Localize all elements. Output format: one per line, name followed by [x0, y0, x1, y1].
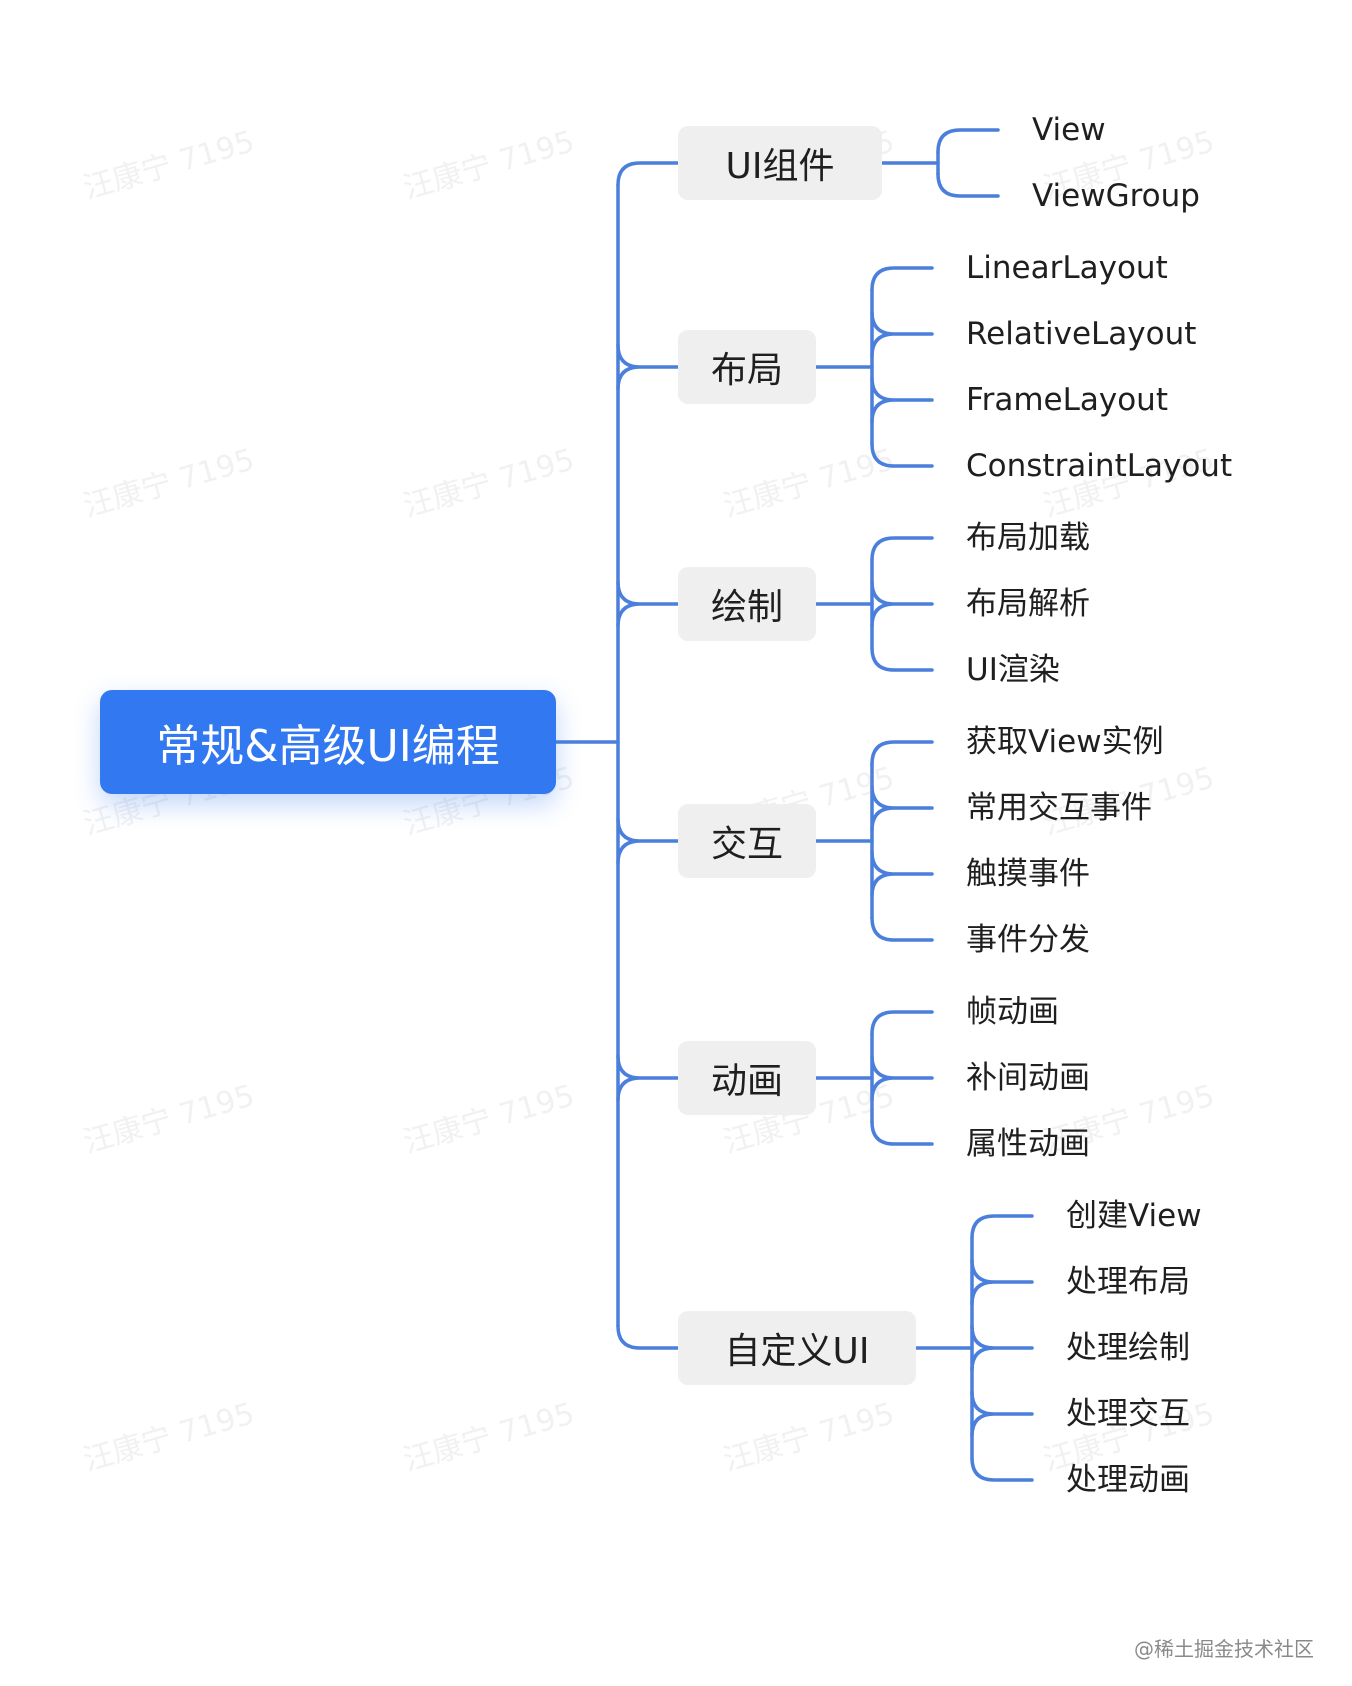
connector: [616, 1054, 680, 1102]
branch-node: 布局: [678, 330, 816, 404]
connector: [870, 740, 934, 766]
leaf-node: 处理交互: [1066, 1396, 1190, 1432]
connector: [936, 172, 1000, 198]
branch-label: UI组件: [725, 146, 835, 187]
leaf-node: 属性动画: [966, 1126, 1090, 1162]
branch-node: 自定义UI: [678, 1311, 916, 1385]
branch-node: 交互: [678, 804, 816, 878]
leaf-node: ViewGroup: [1032, 178, 1200, 214]
leaf-node: 补间动画: [966, 1060, 1090, 1096]
leaf-node: 触摸事件: [966, 856, 1090, 892]
connector: [870, 442, 934, 468]
connector: [970, 1390, 1034, 1438]
leaf-node: 帧动画: [966, 994, 1059, 1030]
leaf-node: UI渲染: [966, 652, 1060, 688]
branch-node: 绘制: [678, 567, 816, 641]
root-label: 常规&高级UI编程: [156, 721, 500, 772]
connector: [870, 1120, 934, 1146]
leaf-node: 获取View实例: [966, 724, 1164, 760]
leaf-node: 创建View: [1066, 1198, 1202, 1234]
connector: [870, 850, 934, 898]
leaf-node: 布局解析: [966, 586, 1090, 622]
connector: [870, 536, 934, 562]
branch-label: 布局: [710, 350, 783, 391]
leaf-node: 处理动画: [1066, 1462, 1190, 1498]
connector: [870, 376, 934, 424]
connector: [970, 1214, 1034, 1240]
connector: [870, 784, 934, 832]
leaf-node: FrameLayout: [966, 382, 1168, 418]
leaf-node: ConstraintLayout: [966, 448, 1233, 484]
source-credit: @稀土掘金技术社区: [1134, 1637, 1314, 1661]
leaf-node: LinearLayout: [966, 250, 1168, 286]
connector: [616, 343, 680, 391]
leaf-node: 布局加载: [966, 520, 1090, 556]
connector: [870, 646, 934, 672]
connector: [970, 1258, 1034, 1306]
leaf-node: 事件分发: [966, 922, 1090, 958]
leaf-node: 常用交互事件: [966, 790, 1152, 826]
leaf-node: View: [1032, 112, 1106, 148]
branch-label: 动画: [710, 1061, 783, 1102]
connector: [870, 1054, 934, 1102]
connector: [616, 161, 680, 187]
connector: [870, 266, 934, 292]
connector: [616, 817, 680, 865]
connector: [616, 580, 680, 628]
branch-node: 动画: [678, 1041, 816, 1115]
branch-label: 绘制: [710, 587, 783, 628]
branch-label: 交互: [710, 824, 783, 865]
branch-label: 自定义UI: [724, 1331, 870, 1372]
connector: [870, 916, 934, 942]
connector: [870, 310, 934, 358]
connector: [970, 1456, 1034, 1482]
connector: [616, 1324, 680, 1350]
leaf-node: 处理绘制: [1066, 1330, 1190, 1366]
root-node: 常规&高级UI编程: [100, 690, 556, 794]
branch-node: UI组件: [678, 126, 882, 200]
connector: [870, 1010, 934, 1036]
connector: [936, 128, 1000, 154]
connector: [870, 580, 934, 628]
connector: [970, 1324, 1034, 1372]
leaf-node: 处理布局: [1066, 1264, 1190, 1300]
leaf-node: RelativeLayout: [966, 316, 1197, 352]
